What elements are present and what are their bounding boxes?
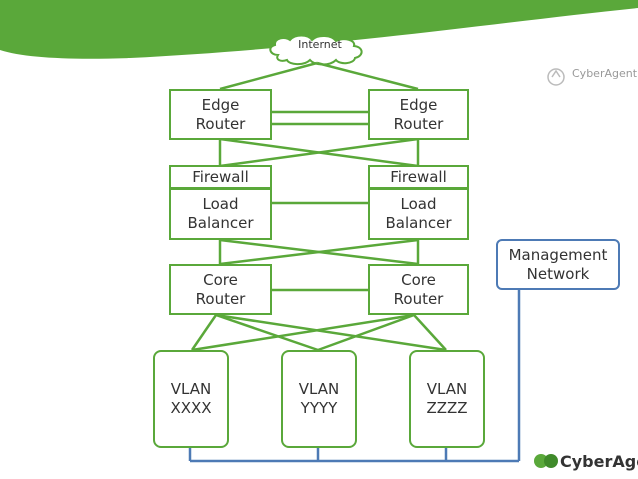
core-router-right: Core Router — [368, 264, 469, 315]
link-core-right-vlan3 — [413, 314, 447, 351]
header-swoosh — [0, 0, 638, 59]
vlan-zzzz: VLAN ZZZZ — [409, 350, 485, 448]
management-links — [188, 289, 521, 463]
cyberagent-logo-top-icon — [547, 68, 565, 86]
link-internet-edge-right — [316, 61, 419, 91]
management-network: Management Network — [496, 239, 620, 290]
link-core-left-vlan1 — [190, 314, 218, 351]
link-core-left-vlan2 — [215, 313, 319, 352]
vlan-yyyy: VLAN YYYY — [281, 350, 357, 448]
edge-router-right: Edge Router — [368, 89, 469, 140]
firewall-left: Firewall — [169, 165, 272, 189]
link-internet-edge-left — [219, 61, 318, 91]
cyberagent-logo-bottom-icon — [534, 454, 558, 468]
link-core-right-vlan1 — [191, 313, 415, 352]
link-lb-right-core-left — [219, 238, 419, 266]
cyberagent-logo-top-text: CyberAgent — [572, 67, 638, 80]
link-core-right-vlan2 — [317, 313, 415, 352]
green-links — [190, 61, 447, 352]
load-balancer-right: Load Balancer — [368, 188, 469, 240]
link-edge-right-fw-left — [219, 137, 419, 168]
firewall-right: Firewall — [368, 165, 469, 189]
vlan-xxxx: VLAN XXXX — [153, 350, 229, 448]
internet-label: Internet — [298, 38, 342, 51]
link-core-left-vlan3 — [215, 313, 447, 352]
core-router-left: Core Router — [169, 264, 272, 315]
edge-router-left: Edge Router — [169, 89, 272, 140]
internet-cloud-icon — [269, 34, 363, 66]
cyberagent-logo-bottom-text: CyberAgent — [560, 452, 638, 471]
load-balancer-left: Load Balancer — [169, 188, 272, 240]
